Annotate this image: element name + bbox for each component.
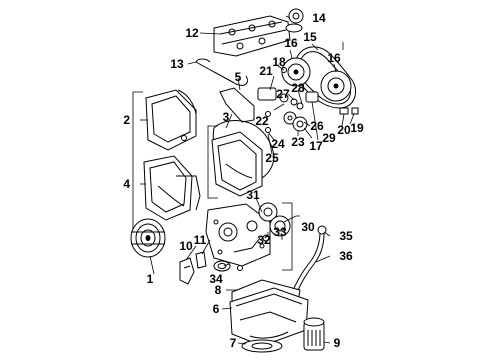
valve-cover xyxy=(213,15,291,57)
callout-21: 21 xyxy=(259,64,273,78)
callout-5: 5 xyxy=(235,70,242,84)
callout-34: 34 xyxy=(209,272,223,286)
oil-dipstick xyxy=(293,225,327,291)
oil-filter xyxy=(303,317,325,351)
callout-19: 19 xyxy=(350,121,364,135)
callout-33: 33 xyxy=(273,225,287,239)
callout-7: 7 xyxy=(230,336,237,350)
callout-15: 15 xyxy=(303,30,317,44)
oil-seal-small xyxy=(262,234,270,242)
oil-pressure-switch xyxy=(195,251,207,269)
oil-pickup-bracket xyxy=(179,257,195,285)
callout-27: 27 xyxy=(276,87,290,101)
leader-lines xyxy=(140,15,355,345)
front-case xyxy=(143,155,201,221)
callout-10: 10 xyxy=(179,239,193,253)
oil-pan xyxy=(229,287,309,347)
callout-16a: 16 xyxy=(284,36,298,50)
callout-25: 25 xyxy=(265,151,279,165)
oil-seal xyxy=(269,215,291,237)
callout-17: 17 xyxy=(309,139,323,153)
callout-36: 36 xyxy=(339,249,353,263)
callout-26: 26 xyxy=(310,119,324,133)
cover-bracket xyxy=(219,87,255,123)
callout-18: 18 xyxy=(272,55,286,69)
callout-28: 28 xyxy=(291,81,305,95)
upper-timing-cover xyxy=(145,89,197,151)
callout-24: 24 xyxy=(271,137,285,151)
oil-pump-assembly xyxy=(205,203,271,267)
callout-8: 8 xyxy=(215,283,222,297)
callout-9: 9 xyxy=(334,336,341,350)
group-bracket-2 xyxy=(132,91,143,233)
oil-filler-cap xyxy=(285,8,304,33)
oil-pump-gear xyxy=(258,202,278,222)
callout-32: 32 xyxy=(257,233,271,247)
callout-4: 4 xyxy=(123,177,130,191)
callout-1: 1 xyxy=(147,272,154,286)
callout-16b: 16 xyxy=(327,51,341,65)
camshaft-sprocket-right xyxy=(320,70,352,102)
group-bracket-30 xyxy=(282,202,293,271)
callout-3: 3 xyxy=(223,110,230,124)
oil-drain-plug xyxy=(241,339,283,353)
callout-6: 6 xyxy=(213,302,220,316)
callout-31: 31 xyxy=(246,188,260,202)
callout-30: 30 xyxy=(301,220,315,234)
valve-cover-gasket xyxy=(195,58,249,86)
callout-labels: 1 2 3 4 5 6 7 8 9 10 11 12 13 14 15 16 1… xyxy=(123,11,364,350)
callout-29: 29 xyxy=(322,131,336,145)
lower-timing-cover xyxy=(211,131,263,197)
callout-13: 13 xyxy=(170,57,184,71)
oil-strainer-gasket xyxy=(213,260,243,272)
timing-belt-inner xyxy=(298,51,351,105)
callout-23: 23 xyxy=(291,135,305,149)
callout-22: 22 xyxy=(255,114,269,128)
timing-belt xyxy=(293,46,356,109)
callout-2: 2 xyxy=(123,113,130,127)
crankshaft-pulley xyxy=(130,218,166,258)
callout-14: 14 xyxy=(312,11,326,25)
group-bracket-3 xyxy=(207,125,218,199)
callout-35: 35 xyxy=(339,229,353,243)
callout-20: 20 xyxy=(337,123,351,137)
callout-12: 12 xyxy=(185,26,199,40)
callout-11: 11 xyxy=(194,233,207,247)
